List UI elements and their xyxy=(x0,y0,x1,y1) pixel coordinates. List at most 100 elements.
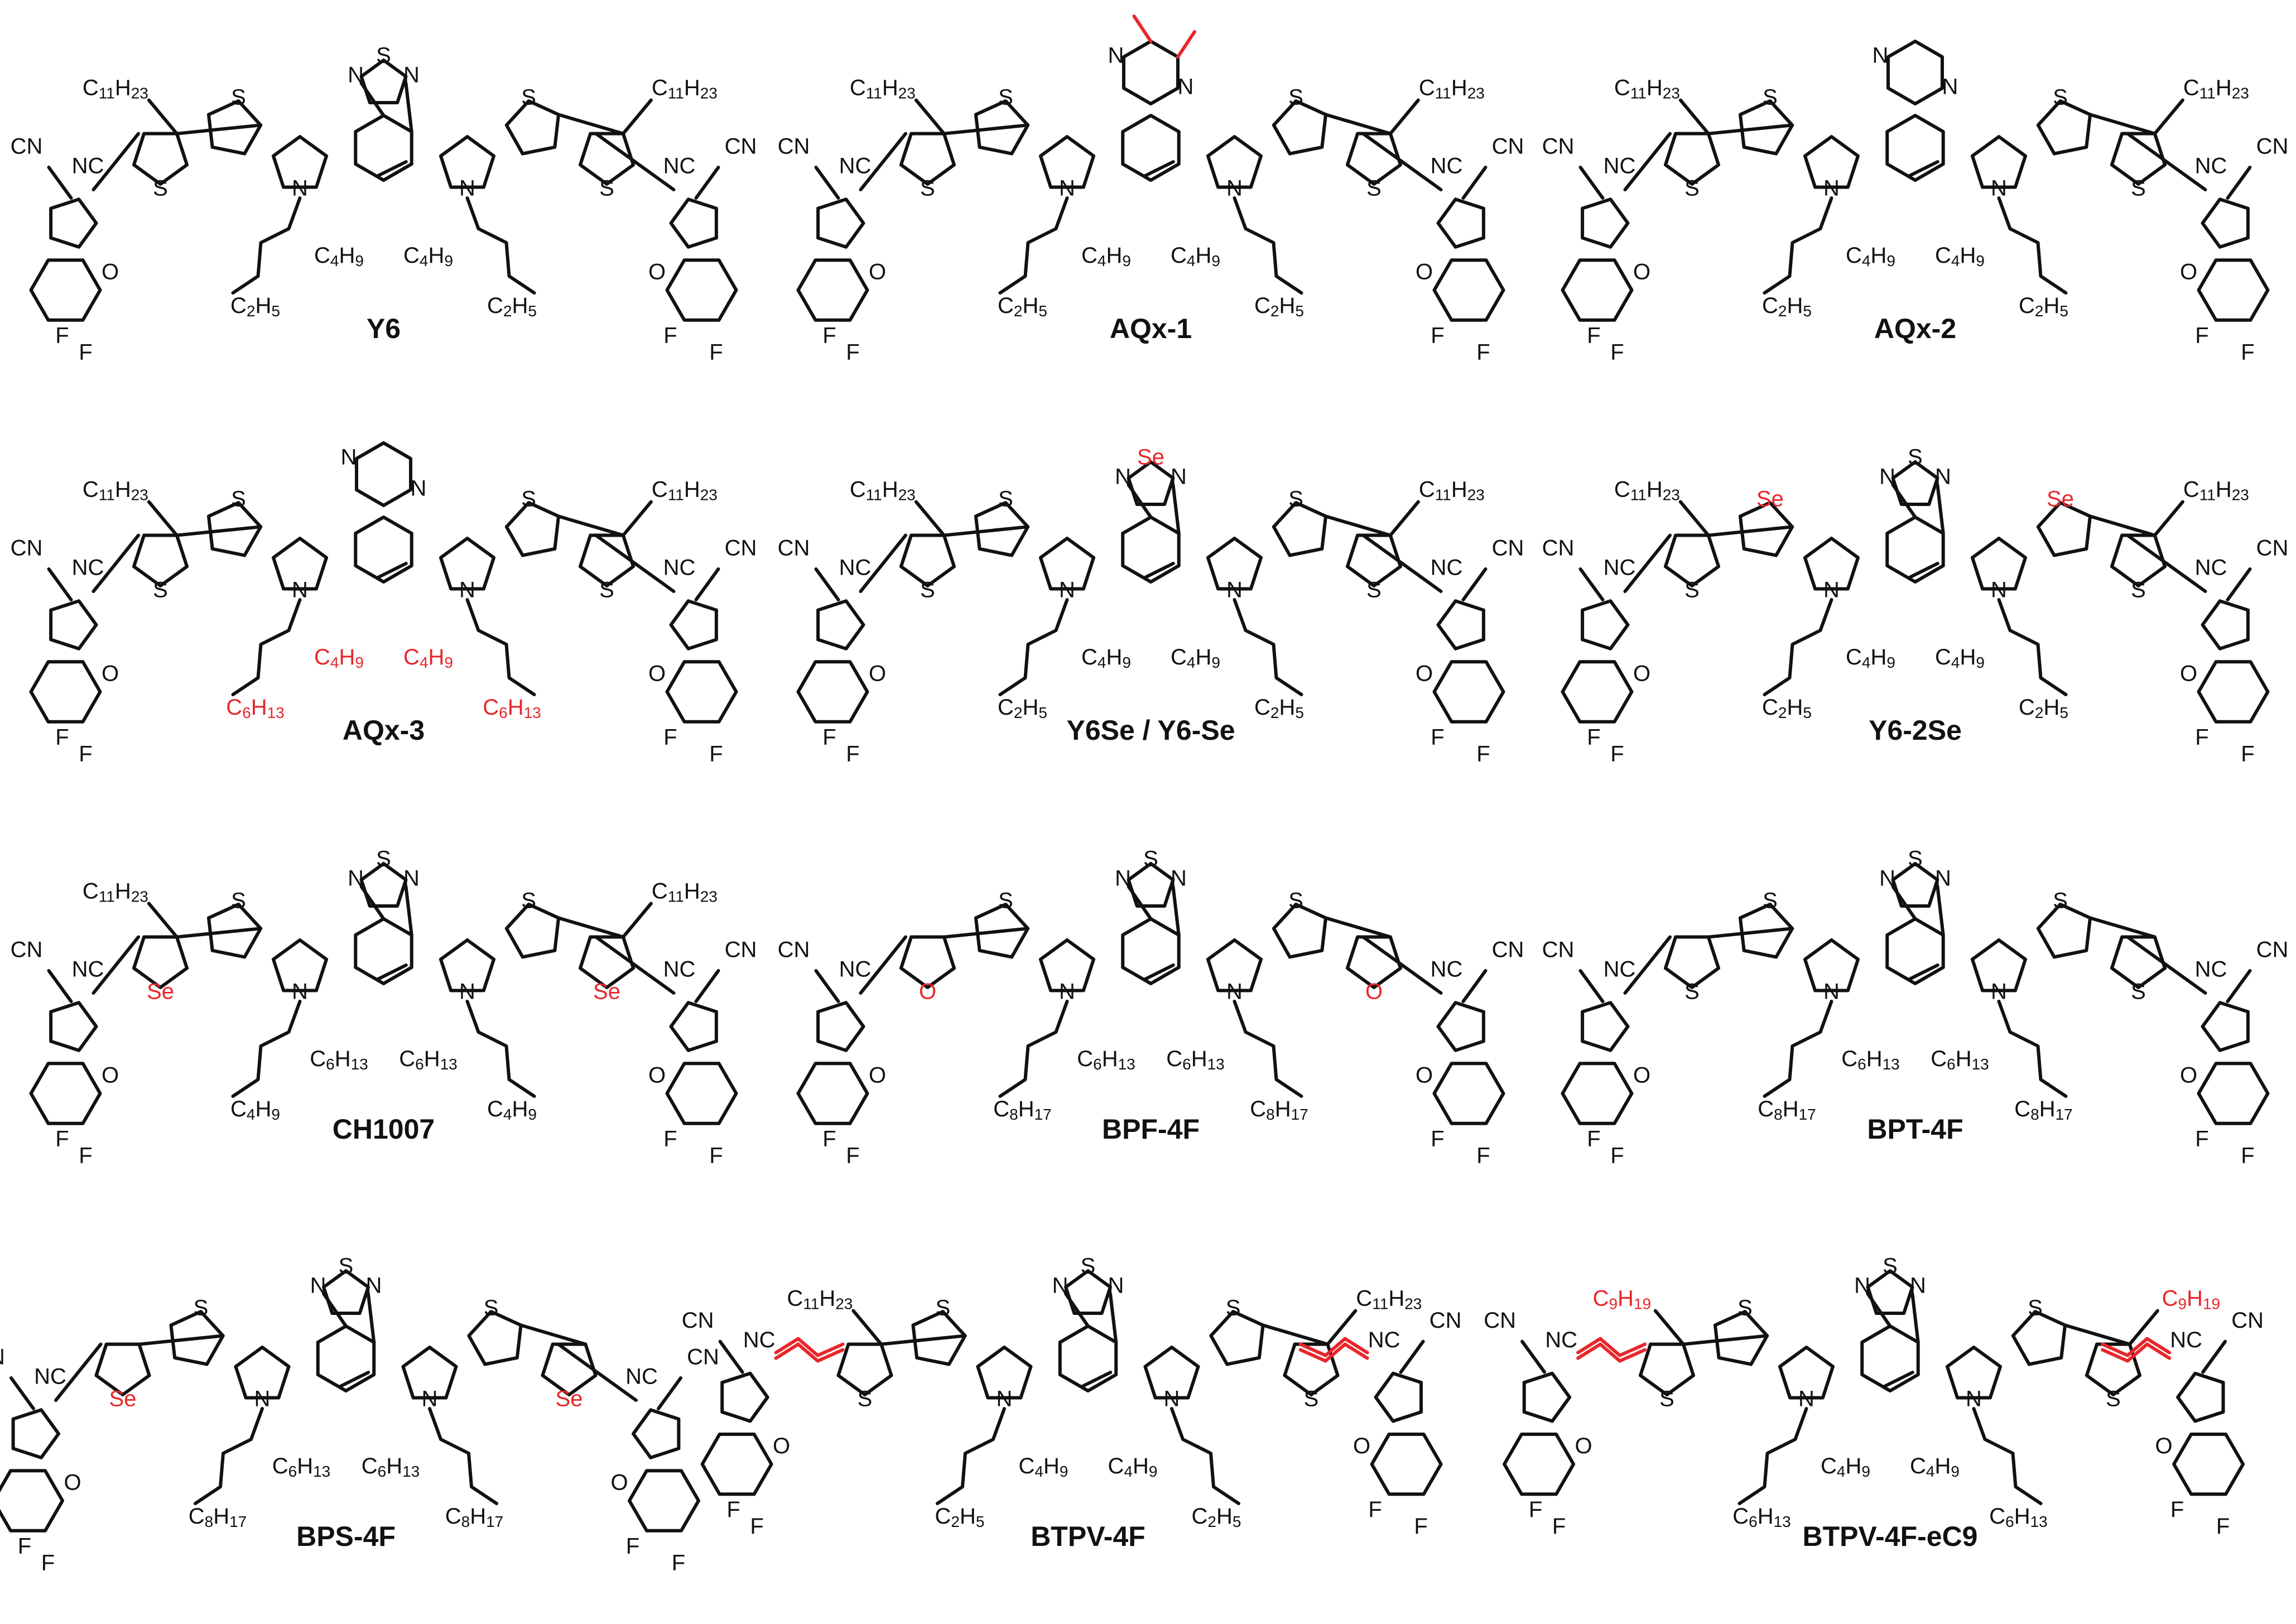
left-fluorine-2: F xyxy=(41,1550,55,1575)
compound-name: BTPV-4F-eC9 xyxy=(1802,1521,1978,1552)
bond xyxy=(2063,1323,2131,1346)
bond xyxy=(404,81,413,133)
right-inner-thiophene-ring xyxy=(504,500,561,557)
vinylene-double-bond xyxy=(1343,1342,1369,1360)
left-fluorine-2: F xyxy=(79,741,92,766)
right-inner-chalcogen: S xyxy=(1226,1296,1241,1321)
thiadiazole-ring xyxy=(1127,862,1175,908)
methine-bond xyxy=(1361,935,1443,995)
left-inner-thiophene-ring xyxy=(1738,500,1794,557)
vinylene-bond xyxy=(1618,1342,1647,1357)
left-fluorine-2: F xyxy=(846,741,859,766)
right-cyano-upper: CN xyxy=(2256,536,2289,561)
vinylene-double-bond xyxy=(1576,1342,1602,1360)
right-indanone-benzene-ring xyxy=(1432,1062,1505,1125)
right-inner-chalcogen: S xyxy=(1288,85,1303,110)
left-outer-thiophene-ring xyxy=(1663,533,1721,587)
left-alkyl-a-label: C4H9 xyxy=(314,645,364,672)
left-alkyl-b-label: C2H5 xyxy=(998,293,1047,320)
left-cyano-upper: CN xyxy=(778,536,810,561)
benzene-double-bond xyxy=(1143,562,1175,579)
left-alkyl-b-label: C8H17 xyxy=(993,1097,1052,1124)
bond xyxy=(1866,1292,1892,1328)
bond xyxy=(1171,483,1181,535)
left-fluorine-2: F xyxy=(750,1514,763,1539)
bond xyxy=(814,567,840,601)
right-carbonyl-oxygen: O xyxy=(2180,662,2197,686)
right-outer-thiophene-ring xyxy=(578,533,636,587)
left-fluorine-2: F xyxy=(79,340,92,364)
left-inner-chalcogen: Se xyxy=(1756,487,1784,512)
left-carbonyl-oxygen: O xyxy=(1575,1434,1592,1458)
right-carbonyl-oxygen: O xyxy=(648,662,666,686)
left-inner-thiophene-ring xyxy=(1738,99,1794,156)
bond xyxy=(1388,98,1420,136)
bond xyxy=(2153,500,2184,537)
nitrogen-atom: N xyxy=(1942,75,1958,99)
bond xyxy=(1520,1339,1547,1374)
bond xyxy=(9,1376,35,1410)
right-cyano-upper: CN xyxy=(1492,134,1524,159)
left-cyano-upper: CN xyxy=(11,536,43,561)
bond xyxy=(814,969,840,1003)
left-alkyl-b-label: C2H5 xyxy=(998,695,1047,722)
right-n-alkyl-chain xyxy=(465,598,536,696)
right-outer-thiophene-ring xyxy=(578,935,636,989)
benzene-double-bond xyxy=(376,160,408,177)
bond xyxy=(175,525,263,537)
right-carbonyl-oxygen: O xyxy=(2180,260,2197,285)
bond xyxy=(2088,113,2157,136)
right-fluorine-1: F xyxy=(1431,725,1444,749)
right-inner-chalcogen: S xyxy=(2028,1296,2043,1321)
right-cyano-lower: NC xyxy=(2195,154,2227,179)
methyl-bond xyxy=(1132,15,1153,43)
bond xyxy=(621,902,653,939)
right-alkyl-a-label: C4H9 xyxy=(1171,645,1220,672)
methine-bond xyxy=(1361,533,1443,593)
left-fluorine-1: F xyxy=(1587,323,1600,348)
left-top-alkyl-label: C11H23 xyxy=(787,1286,853,1313)
left-alkyl-a-label: C6H13 xyxy=(272,1454,331,1481)
left-n-alkyl-chain xyxy=(231,196,302,295)
left-pyrrole-ring xyxy=(234,1346,291,1400)
left-fluorine-1: F xyxy=(55,725,69,749)
right-alkyl-b-label: C2H5 xyxy=(1192,1504,1241,1531)
vinylene-double-bond xyxy=(1618,1348,1647,1363)
right-indanone-benzene-ring xyxy=(2197,258,2270,322)
vinylene-bond xyxy=(1343,1337,1369,1355)
right-alkyl-b-label: C2H5 xyxy=(1254,293,1304,320)
bond xyxy=(359,81,386,117)
vinylene-double-bond xyxy=(1298,1348,1327,1363)
right-cyano-upper: CN xyxy=(1492,536,1524,561)
left-indanone-benzene-ring xyxy=(1561,258,1634,322)
left-indanone-benzene-ring xyxy=(1561,1062,1634,1125)
bond xyxy=(557,916,625,939)
right-cyano-lower: NC xyxy=(1431,556,1463,580)
bond xyxy=(147,902,179,939)
right-indanone-benzene-ring xyxy=(2172,1432,2245,1496)
right-carbonyl-oxygen: O xyxy=(2155,1434,2173,1458)
right-carbonyl-oxygen: O xyxy=(1353,1434,1370,1458)
left-n-alkyl-chain xyxy=(231,598,302,696)
right-inner-thiophene-ring xyxy=(1272,500,1328,557)
left-top-alkyl-label: C9H19 xyxy=(1593,1286,1652,1313)
right-indanone-five-ring xyxy=(1436,197,1485,249)
left-indanone-benzene-ring xyxy=(796,258,869,322)
right-n-alkyl-chain xyxy=(1233,196,1303,295)
right-outer-chalcogen: S xyxy=(1366,578,1382,603)
left-top-alkyl-label: C11H23 xyxy=(83,879,148,905)
left-inner-chalcogen: S xyxy=(1763,85,1778,110)
left-indanone-benzene-ring xyxy=(1503,1432,1576,1496)
left-cyano-lower: NC xyxy=(743,1328,776,1352)
left-carbonyl-oxygen: O xyxy=(1633,1063,1650,1088)
right-inner-chalcogen: S xyxy=(1288,889,1303,913)
left-carbonyl-oxygen: O xyxy=(869,1063,886,1088)
right-pyrrole-ring xyxy=(439,135,496,189)
right-outer-chalcogen: Se xyxy=(593,980,620,1004)
right-inner-chalcogen: S xyxy=(1288,487,1303,512)
thiadiazole-ring xyxy=(1891,460,1939,506)
